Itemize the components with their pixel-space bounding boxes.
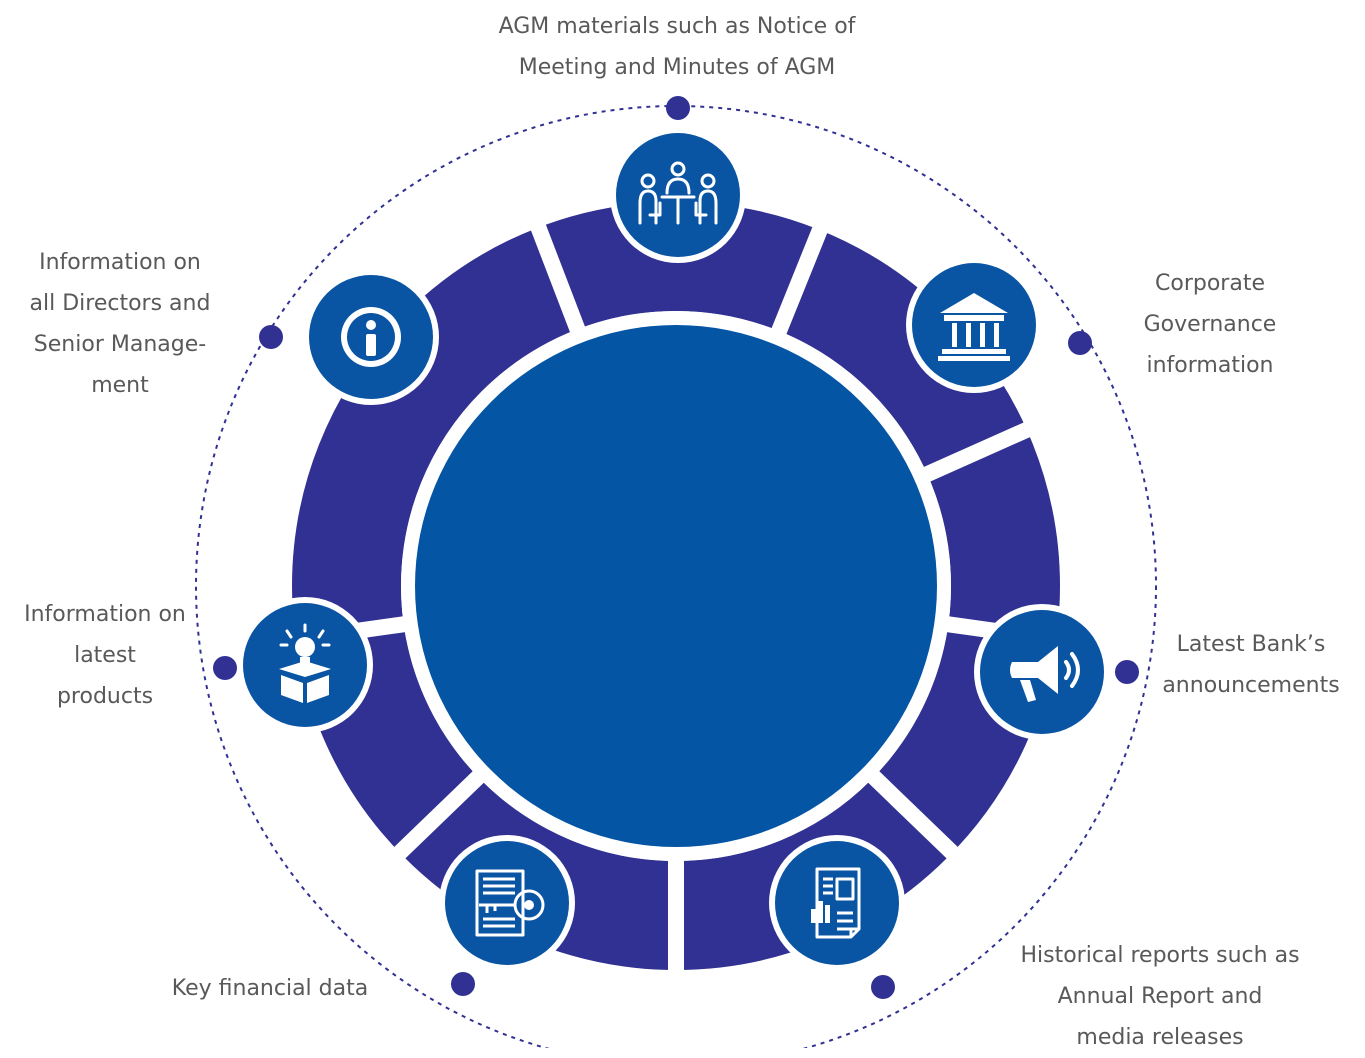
badge-fill xyxy=(912,263,1036,387)
label-directors-line-2: all Directors and xyxy=(29,291,211,316)
orbit-dot-directors xyxy=(259,325,283,349)
label-governance-line-2: Governance xyxy=(1143,312,1277,337)
label-agm-line-2: Meeting and Minutes of AGM xyxy=(518,55,836,80)
label-announcements: Latest Bank’s announcements xyxy=(1140,624,1362,706)
financial-key-icon xyxy=(475,869,545,937)
badge-announcements xyxy=(974,604,1110,740)
badge-reports xyxy=(769,835,905,971)
label-directors-line-1: Information on xyxy=(39,250,201,275)
icon-badges xyxy=(237,127,1110,971)
badge-fill xyxy=(616,133,740,257)
orbit-dot-announcements xyxy=(1115,660,1139,684)
center-disc xyxy=(415,325,937,847)
label-products-line-1: Information on xyxy=(24,602,186,627)
label-directors: Information on all Directors and Senior … xyxy=(0,242,240,406)
label-products-line-3: products xyxy=(56,684,154,709)
bank-building-icon xyxy=(938,293,1010,361)
label-governance-line-3: information xyxy=(1146,353,1274,378)
megaphone-icon xyxy=(1010,646,1080,702)
label-governance-line-1: Corporate xyxy=(1155,271,1265,296)
badge-products xyxy=(237,597,373,733)
orbit-dot-products xyxy=(213,656,237,680)
badge-directors xyxy=(303,269,439,405)
label-reports: Historical reports such as Annual Report… xyxy=(965,935,1355,1058)
orbit-dot-financial xyxy=(451,972,475,996)
info-icon xyxy=(341,307,401,367)
label-financial-line-1: Key financial data xyxy=(171,976,369,1001)
label-directors-line-3: Senior Manage- xyxy=(33,332,207,357)
orbit-dot-reports xyxy=(871,975,895,999)
label-reports-line-2: Annual Report and xyxy=(1057,984,1263,1009)
orbit-dot-governance xyxy=(1068,331,1092,355)
ring-gap-3 xyxy=(916,419,1038,485)
badge-financial xyxy=(439,835,575,971)
badge-fill xyxy=(445,841,569,965)
label-governance: Corporate Governance information xyxy=(1100,263,1320,386)
label-financial: Key financial data xyxy=(130,968,410,1009)
badge-agm xyxy=(610,127,746,263)
label-agm-line-1: AGM materials such as Notice of xyxy=(498,14,856,39)
label-reports-line-1: Historical reports such as xyxy=(1020,943,1300,968)
product-box-icon xyxy=(279,623,331,703)
ring-gap-5 xyxy=(862,765,964,865)
label-products-line-2: latest xyxy=(74,643,136,668)
label-reports-line-3: media releases xyxy=(1076,1025,1244,1050)
label-products: Information on latest products xyxy=(0,594,210,717)
label-directors-line-4: ment xyxy=(91,373,149,398)
meeting-icon xyxy=(638,161,718,225)
report-document-icon xyxy=(811,867,861,939)
ring-gap-1 xyxy=(528,217,588,340)
ring-gap-7 xyxy=(388,765,490,865)
label-announcements-line-1: Latest Bank’s xyxy=(1176,632,1326,657)
orbit-dots xyxy=(213,96,1139,999)
segmented-ring xyxy=(286,202,1066,978)
badge-governance xyxy=(906,257,1042,393)
label-announcements-line-2: announcements xyxy=(1162,673,1340,698)
label-agm: AGM materials such as Notice of Meeting … xyxy=(352,6,1002,88)
badge-fill xyxy=(775,841,899,965)
orbit-dot-agm xyxy=(666,96,690,120)
ring-gap-2 xyxy=(768,219,831,342)
